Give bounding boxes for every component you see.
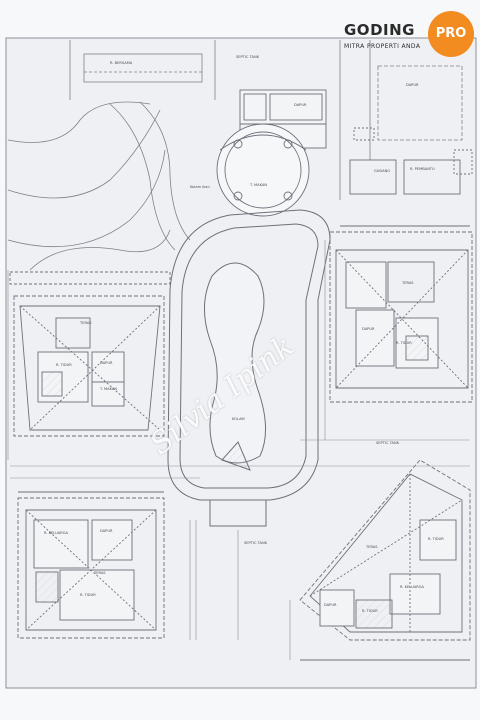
label-r-tidur-right: R. TIDUR bbox=[396, 341, 412, 345]
label-dapur-br: DAPUR bbox=[324, 603, 337, 607]
brand-badge: PRO bbox=[428, 11, 474, 57]
house-left bbox=[9, 271, 171, 437]
label-dapur-left: DAPUR bbox=[100, 361, 113, 365]
house-bottom-left bbox=[17, 491, 165, 639]
brand-tagline: MITRA PROPERTI ANDA bbox=[344, 43, 421, 50]
label-t-makan-left: T. MAKAN bbox=[99, 387, 117, 391]
label-teras-bl: TERAS bbox=[93, 571, 106, 575]
label-r-keluarga-br: R. KELUARGA bbox=[400, 585, 424, 589]
label-r-tidur-left: R. TIDUR bbox=[56, 363, 72, 367]
label-septic-mid: SEPTIC TANK bbox=[244, 541, 268, 545]
label-r-pembantu: R. PEMBANTU bbox=[410, 167, 435, 171]
brand-name: GODING bbox=[344, 21, 415, 39]
label-teras-left: TERAS bbox=[79, 321, 92, 325]
label-dapur-right2: DAPUR bbox=[362, 327, 375, 331]
label-dapur-bl: DAPUR bbox=[100, 529, 113, 533]
house-bottom-right bbox=[299, 459, 471, 661]
label-r-tidur-br2: R. TIDUR bbox=[362, 609, 378, 613]
main-building-top bbox=[216, 89, 473, 217]
label-kolam-ikan: Kolam ikan bbox=[190, 185, 210, 189]
brand-logo: GODING MITRA PROPERTI ANDA PRO bbox=[342, 6, 478, 57]
label-septic-right: SEPTIC TANK bbox=[376, 441, 400, 445]
house-right bbox=[329, 225, 473, 403]
label-dapur-right: DAPUR bbox=[406, 83, 419, 87]
label-r-tidur-bl: R. TIDUR bbox=[80, 593, 96, 597]
label-dapur-top: DAPUR bbox=[294, 103, 307, 107]
label-teras-right: TERAS bbox=[401, 281, 414, 285]
label-pool: KOLAM bbox=[232, 417, 245, 421]
label-septic-top: SEPTIC TANK bbox=[236, 55, 260, 59]
pool-area bbox=[167, 209, 331, 527]
label-r-keluarga-bl: R. KELUARGA bbox=[44, 531, 68, 535]
label-r-bersama: R. BERSAMA bbox=[110, 61, 133, 65]
label-gudang: GUDANG bbox=[374, 169, 390, 173]
label-gazebo: T. MAKAN bbox=[249, 183, 267, 187]
label-teras-br: TERAS bbox=[365, 545, 378, 549]
label-r-tidur-br: R. TIDUR bbox=[428, 537, 444, 541]
dimension-lines bbox=[7, 240, 470, 660]
